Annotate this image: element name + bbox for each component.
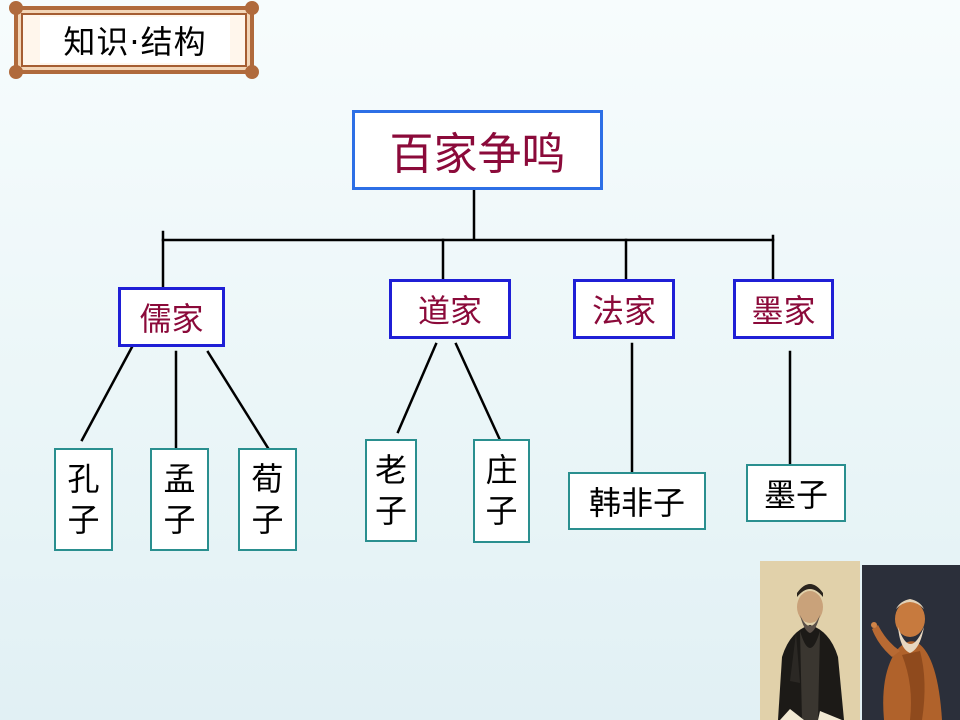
title-frame: 知识·结构 xyxy=(9,1,259,79)
person-node: 老子 xyxy=(365,439,417,542)
person-label-char: 庄 xyxy=(485,451,518,490)
root-node: 百家争鸣 xyxy=(352,110,603,190)
school-label: 道家 xyxy=(417,292,482,330)
person-label-char: 子 xyxy=(374,491,407,530)
connector-school2-person1 xyxy=(396,342,438,434)
person-label-char: 子 xyxy=(251,500,284,539)
person-label-char: 老 xyxy=(374,450,407,489)
frame-ornament-icon xyxy=(245,65,259,79)
laozi-statue-image xyxy=(862,565,960,720)
person-label-char: 孔 xyxy=(67,459,100,498)
page-title: 知识·结构 xyxy=(63,23,207,61)
person-label-char: 子 xyxy=(485,492,518,530)
root-label: 百家争鸣 xyxy=(389,129,566,180)
person-node: 荀子 xyxy=(238,448,297,551)
person-label-char: 孟 xyxy=(163,459,196,498)
school-label: 法家 xyxy=(591,292,656,330)
person-node: 墨子 xyxy=(746,464,846,522)
school-node-1: 儒家 xyxy=(118,287,225,347)
school-node-2: 道家 xyxy=(389,279,511,339)
person-node: 孔子 xyxy=(54,448,113,551)
person-node: 庄子 xyxy=(473,439,530,543)
confucius-portrait-image xyxy=(760,561,860,720)
school-label: 墨家 xyxy=(751,292,816,330)
frame-ornament-icon xyxy=(245,1,259,15)
school-label: 儒家 xyxy=(139,300,204,338)
person-label-char: 子 xyxy=(163,500,196,539)
person-node: 孟子 xyxy=(150,448,209,551)
person-label-char: 荀 xyxy=(251,459,284,498)
connector-school1-person3 xyxy=(206,350,270,450)
person-label-char: 子 xyxy=(67,500,100,539)
person-label: 韩非子 xyxy=(588,484,685,522)
school-node-4: 墨家 xyxy=(733,279,834,339)
frame-ornament-icon xyxy=(9,65,23,79)
connector-school1-person1 xyxy=(80,345,134,442)
title-panel: 知识·结构 xyxy=(40,17,230,63)
person-node: 韩非子 xyxy=(568,472,706,530)
person-label: 墨子 xyxy=(763,476,828,514)
frame-ornament-icon xyxy=(9,1,23,15)
connector-school2-person2 xyxy=(454,342,502,442)
school-node-3: 法家 xyxy=(573,279,675,339)
